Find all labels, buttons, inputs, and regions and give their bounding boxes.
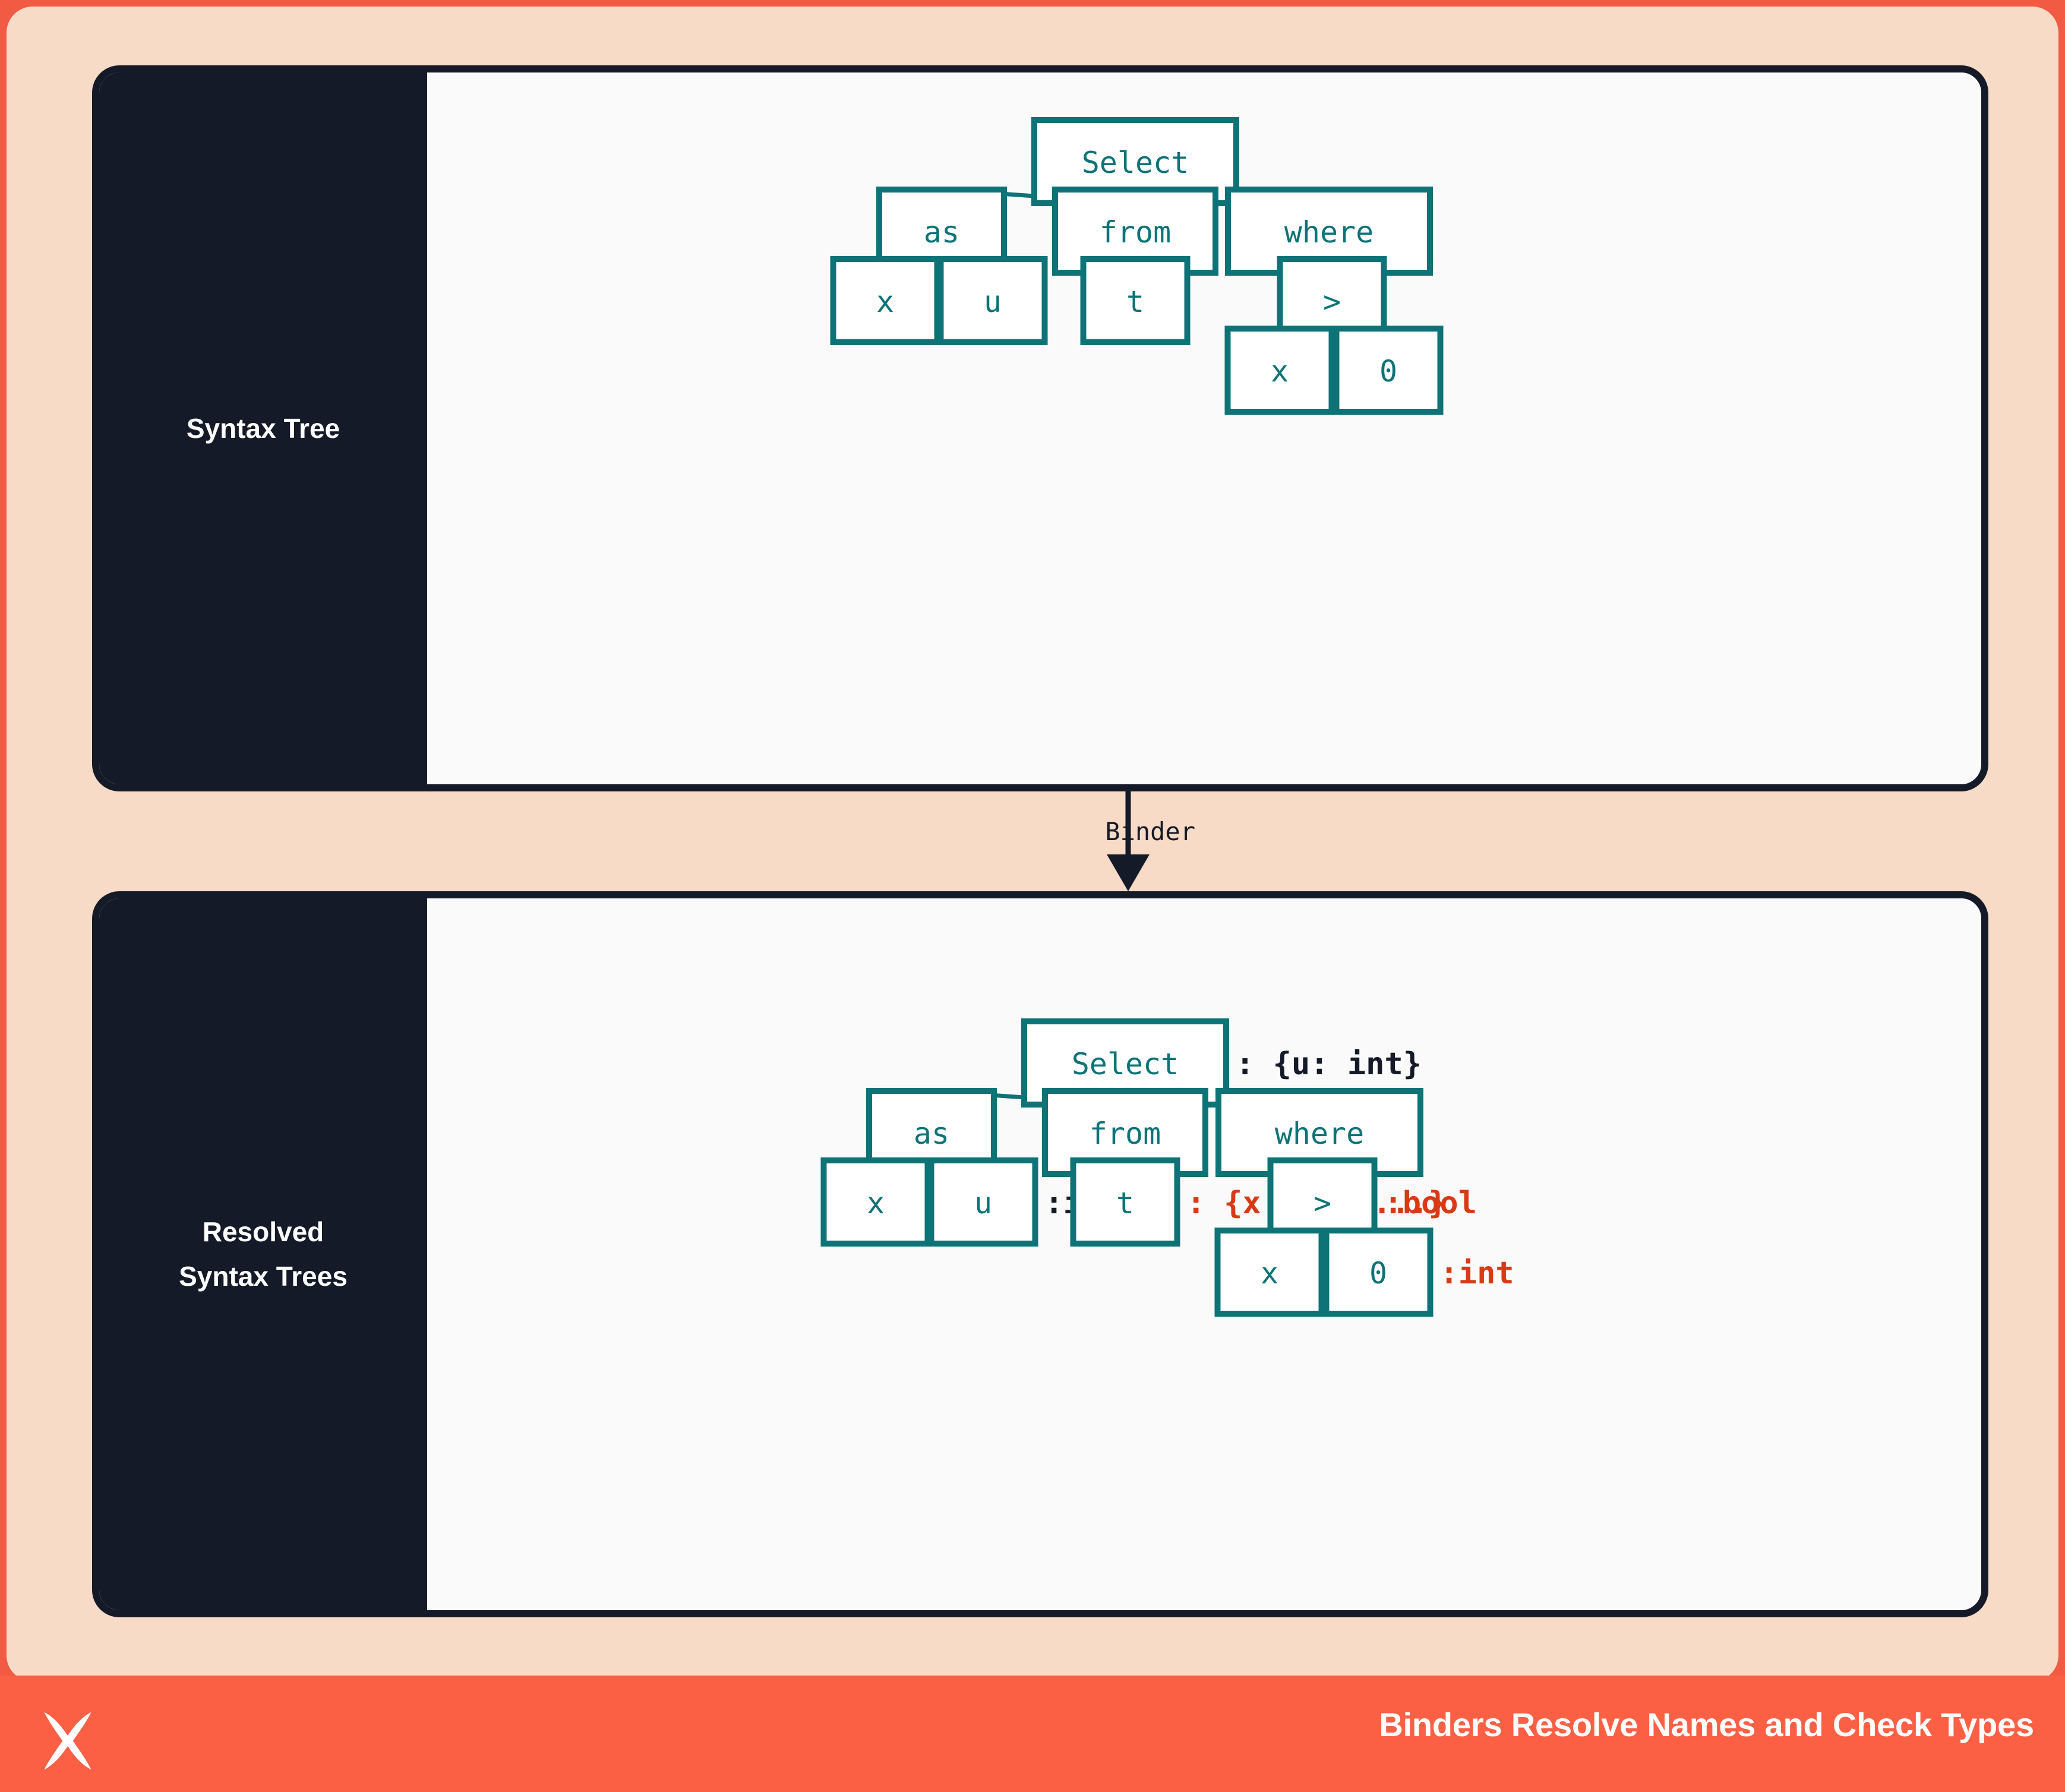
tree-node-gt-0[interactable]: 0 :int xyxy=(1323,1228,1514,1317)
tree-node-label: as xyxy=(914,1116,949,1151)
panel-syntax-tree-sidebar: Syntax Tree xyxy=(99,72,427,784)
tree-node-box xyxy=(1333,326,1444,415)
tree-node-gt-x[interactable]: x xyxy=(1224,326,1335,415)
tree-node-label: x xyxy=(1271,354,1289,389)
panel-resolved-syntax-trees-label: Resolved Syntax Trees xyxy=(179,1216,348,1292)
tree-node-label: 0 xyxy=(1369,1256,1387,1291)
tree-node-label: from xyxy=(1090,1116,1161,1151)
tree-node-box xyxy=(937,256,1048,345)
tree-node-label: > xyxy=(1313,1186,1331,1220)
resolved-syntax-tree-graph: Select: {u: int}asfromwherex:intu:intt: … xyxy=(820,1018,1514,1317)
tree-node-box xyxy=(1080,256,1191,345)
tree-node-label: where xyxy=(1275,1116,1365,1151)
panel-resolved-syntax-trees-sidebar: Resolved Syntax Trees xyxy=(99,898,427,1610)
footer-title: Binders Resolve Names and Check Types xyxy=(1379,1706,2034,1743)
tree-node-box xyxy=(820,1157,931,1247)
tree-node-type-annotation: :bool xyxy=(1384,1185,1477,1221)
tree-node-label: u xyxy=(974,1186,992,1220)
tree-node-gt-0[interactable]: 0 xyxy=(1333,326,1444,415)
panel-resolved-syntax-trees: Resolved Syntax Trees Select : {u: int} as… xyxy=(92,891,1988,1617)
tree-node-box xyxy=(1070,1157,1180,1247)
tree-node-label: x xyxy=(867,1186,885,1220)
tree-node-label: 0 xyxy=(1379,354,1397,389)
tree-node-box xyxy=(1224,326,1335,415)
footer-bar xyxy=(0,1676,2065,1792)
tree-node-label: Select xyxy=(1082,146,1189,180)
tree-node-label: where xyxy=(1284,215,1374,250)
tree-node-label: from xyxy=(1100,215,1171,250)
panel-resolved-syntax-trees-body: Select: {u: int}asfromwherex:intu:intt: … xyxy=(427,898,1981,1610)
tree-node-label: as xyxy=(924,215,959,250)
tree-node-as-x[interactable]: x xyxy=(830,256,940,345)
tree-node-label: Select xyxy=(1072,1047,1179,1081)
tree-node-as-u[interactable]: u:int xyxy=(928,1157,1119,1247)
panel-syntax-tree-label: Syntax Tree xyxy=(186,412,340,444)
tree-node-box xyxy=(1323,1228,1433,1317)
downward-arrow-icon xyxy=(1107,791,1150,891)
bowtie-x-logo-icon xyxy=(44,1712,91,1770)
syntax-tree-graph: Select as from where x u t > x 0 xyxy=(830,117,1444,415)
tree-node-label: t xyxy=(1126,285,1144,319)
tree-node-box xyxy=(1214,1228,1325,1317)
tree-node-box xyxy=(928,1157,1038,1247)
tree-node-label: u xyxy=(984,285,1002,319)
tree-node-label: > xyxy=(1323,285,1341,319)
tree-node-label: x xyxy=(1261,1256,1278,1291)
binder-transition-label: Binder xyxy=(1105,817,1195,846)
panel-syntax-tree-body: Select as from where x u t > x 0 xyxy=(427,72,1981,784)
tree-node-box xyxy=(830,256,940,345)
tree-node-where[interactable]: where xyxy=(1225,187,1433,276)
tree-node-as-u[interactable]: u xyxy=(937,256,1048,345)
tree-node-type-annotation: :int xyxy=(1440,1255,1514,1291)
tree-node-label: x xyxy=(876,285,894,319)
panel-syntax-tree: Syntax Tree Select as from where x u t > x 0 xyxy=(92,65,1988,791)
tree-node-type-annotation: : {u: int} xyxy=(1236,1046,1422,1082)
tree-node-from-t[interactable]: t xyxy=(1080,256,1191,345)
tree-node-label: t xyxy=(1116,1186,1134,1220)
